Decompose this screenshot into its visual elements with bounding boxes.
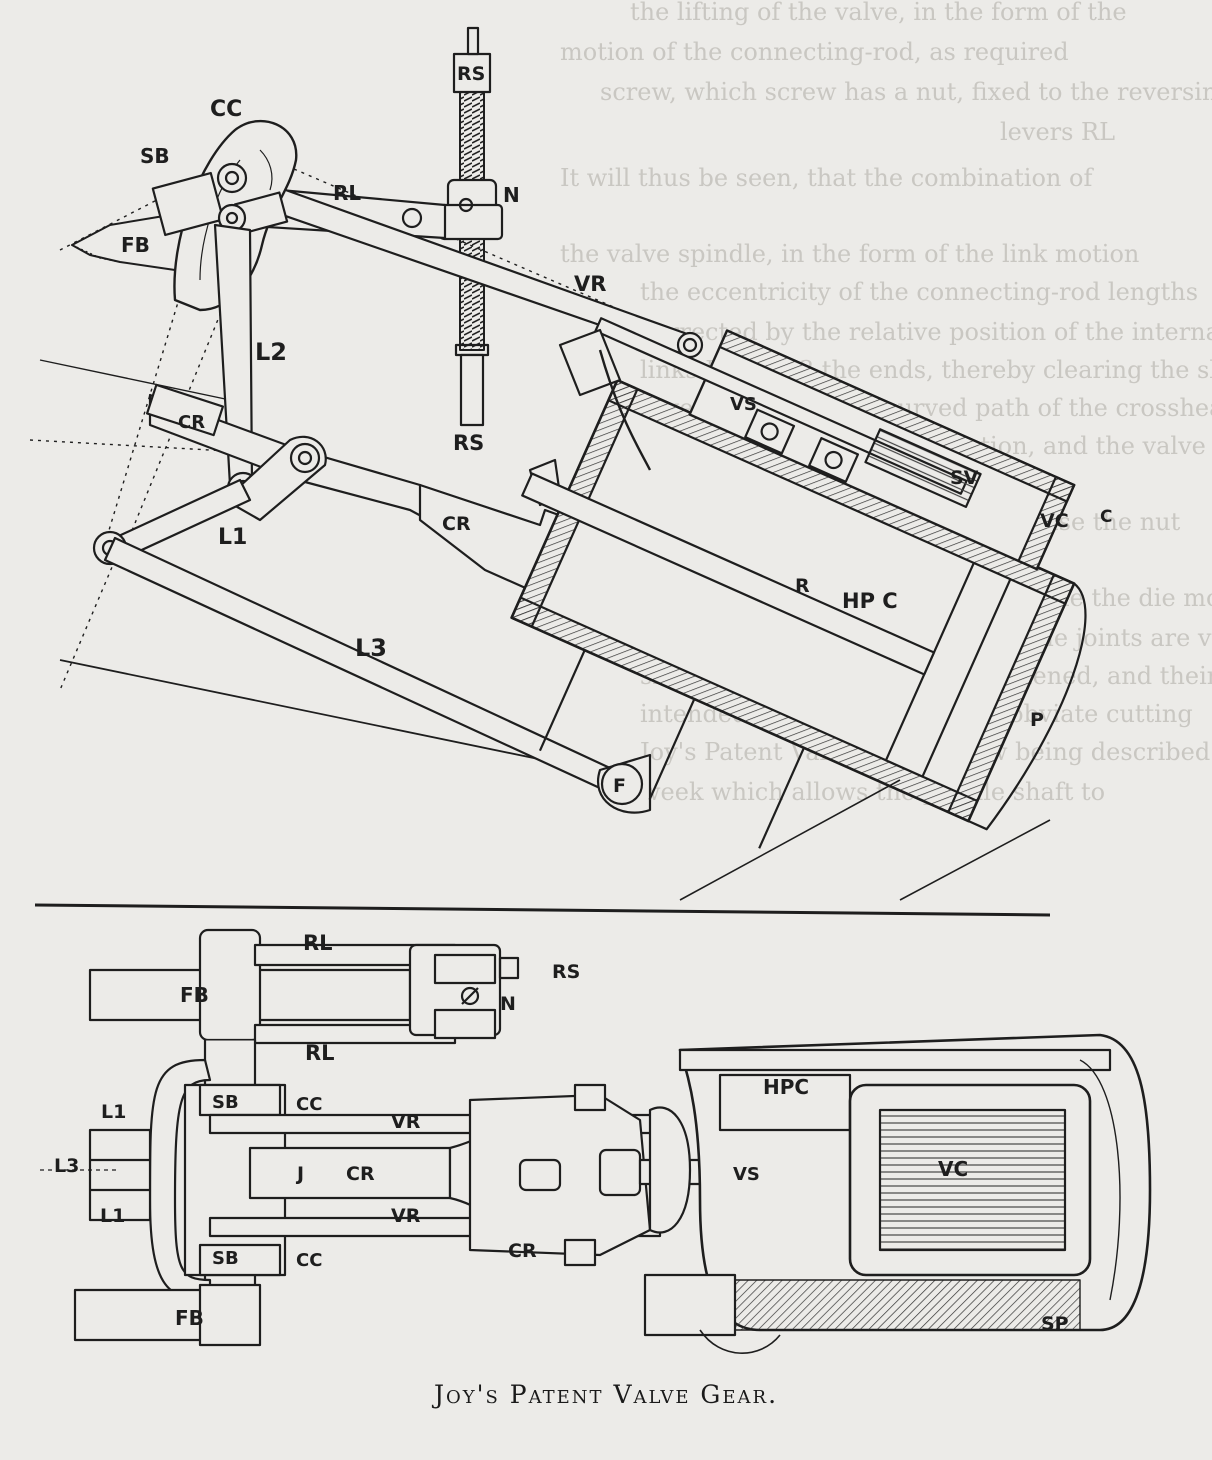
elevation-labels: RS RS CC SB RL N FB VR L2 CR CR VS SV VC… [121, 63, 1112, 797]
curved-guide [151, 119, 298, 312]
label-l2: L2 [255, 338, 287, 366]
bleed-line: week which allows the paddle shaft to [640, 778, 1105, 806]
divider-rule [34, 903, 1051, 917]
label-vr-bottom: VR [391, 1205, 421, 1227]
label-rl-bottom: RL [305, 1041, 335, 1065]
bleed-line: the valve spindle, in the form of the li… [560, 240, 1139, 268]
bleed-line: the eccentricity of the connecting-rod l… [640, 278, 1198, 306]
label-vc: VC [1040, 510, 1069, 532]
label-vs: VS [730, 394, 757, 415]
figure-caption: Joy's Patent Valve Gear. [433, 1380, 779, 1409]
label-sv: SV [950, 467, 979, 489]
label-cc-top: CC [296, 1094, 322, 1115]
label-n-plan: N [500, 993, 516, 1015]
label-vs-plan: VS [733, 1164, 760, 1185]
nut [438, 178, 504, 241]
label-hpc: HP C [842, 589, 898, 613]
label-f: F [613, 775, 626, 797]
cylinder-assembly [510, 317, 1087, 849]
label-rl: RL [333, 181, 361, 205]
label-sp: SP [1041, 1313, 1069, 1335]
label-l1-top: L1 [101, 1101, 126, 1123]
label-fb: FB [121, 233, 150, 257]
label-l3-plan: L3 [54, 1155, 79, 1177]
label-j: J [295, 1163, 304, 1185]
label-l1-bottom: L1 [100, 1205, 125, 1227]
bleed-line: screw, which screw has a nut, fixed to t… [600, 78, 1212, 106]
label-sb-bottom: SB [212, 1248, 239, 1269]
label-r: R [795, 575, 810, 597]
label-sb: SB [140, 144, 170, 168]
label-vc-plan: VC [938, 1157, 968, 1181]
valve-spindle-guide [558, 328, 622, 397]
plan-labels: RL RS FB N RL HPC SB CC VR L1 L3 J CR VS… [54, 931, 1069, 1335]
plan-view [40, 928, 1152, 1354]
label-cr-plan: CR [346, 1163, 375, 1185]
label-n: N [503, 183, 520, 207]
label-fb-top: FB [180, 983, 209, 1007]
label-vr: VR [574, 272, 606, 296]
label-rl-top: RL [303, 931, 333, 955]
label-cr-upper: CR [178, 412, 205, 433]
label-fb-bottom: FB [175, 1306, 204, 1330]
label-cc: CC [210, 97, 242, 122]
side-elevation [29, 26, 1087, 901]
label-rs-top: RS [457, 63, 485, 85]
cr-rod [248, 1146, 452, 1200]
bleed-line: levers RL [1000, 118, 1115, 146]
label-c: C [1100, 507, 1112, 527]
label-p: P [1030, 709, 1044, 731]
label-vr-top: VR [391, 1111, 421, 1133]
bleed-line: motion of the connecting-rod, as require… [560, 38, 1069, 66]
label-l3: L3 [355, 634, 387, 662]
label-rs-bottom: RS [453, 431, 484, 455]
sweep-line [39, 359, 231, 401]
label-cr-bottom: CR [508, 1240, 537, 1262]
label-cc-bottom: CC [296, 1250, 322, 1271]
bleed-line: the lifting of the valve, in the form of… [630, 0, 1127, 26]
label-hpc-plan: HPC [763, 1075, 809, 1099]
bleed-line: It will thus be seen, that the combinati… [560, 164, 1094, 192]
label-l1: L1 [218, 525, 247, 550]
label-rs: RS [552, 961, 580, 983]
label-sb-top: SB [212, 1092, 239, 1113]
label-cr-mid: CR [442, 513, 471, 535]
